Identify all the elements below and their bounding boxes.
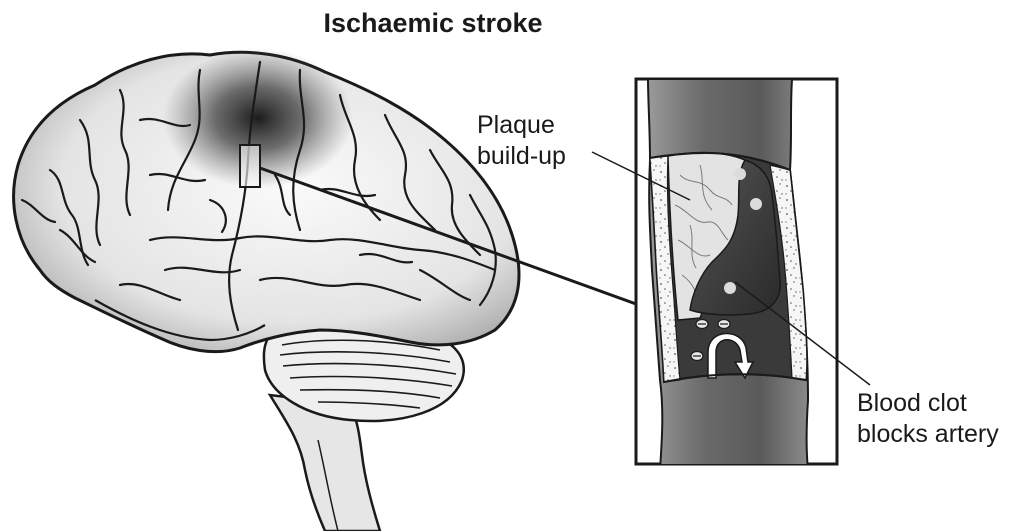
magnified-region-marker — [240, 145, 260, 187]
clot-label-line1: Blood clot — [857, 388, 999, 419]
brain-illustration — [14, 48, 519, 531]
plaque-label-line2: build-up — [477, 141, 566, 172]
clot-label: Blood clot blocks artery — [857, 388, 999, 450]
clot-label-line2: blocks artery — [857, 419, 999, 450]
plaque-label: Plaque build-up — [477, 110, 566, 172]
plaque-label-line1: Plaque — [477, 110, 566, 141]
artery-inset — [636, 79, 837, 470]
